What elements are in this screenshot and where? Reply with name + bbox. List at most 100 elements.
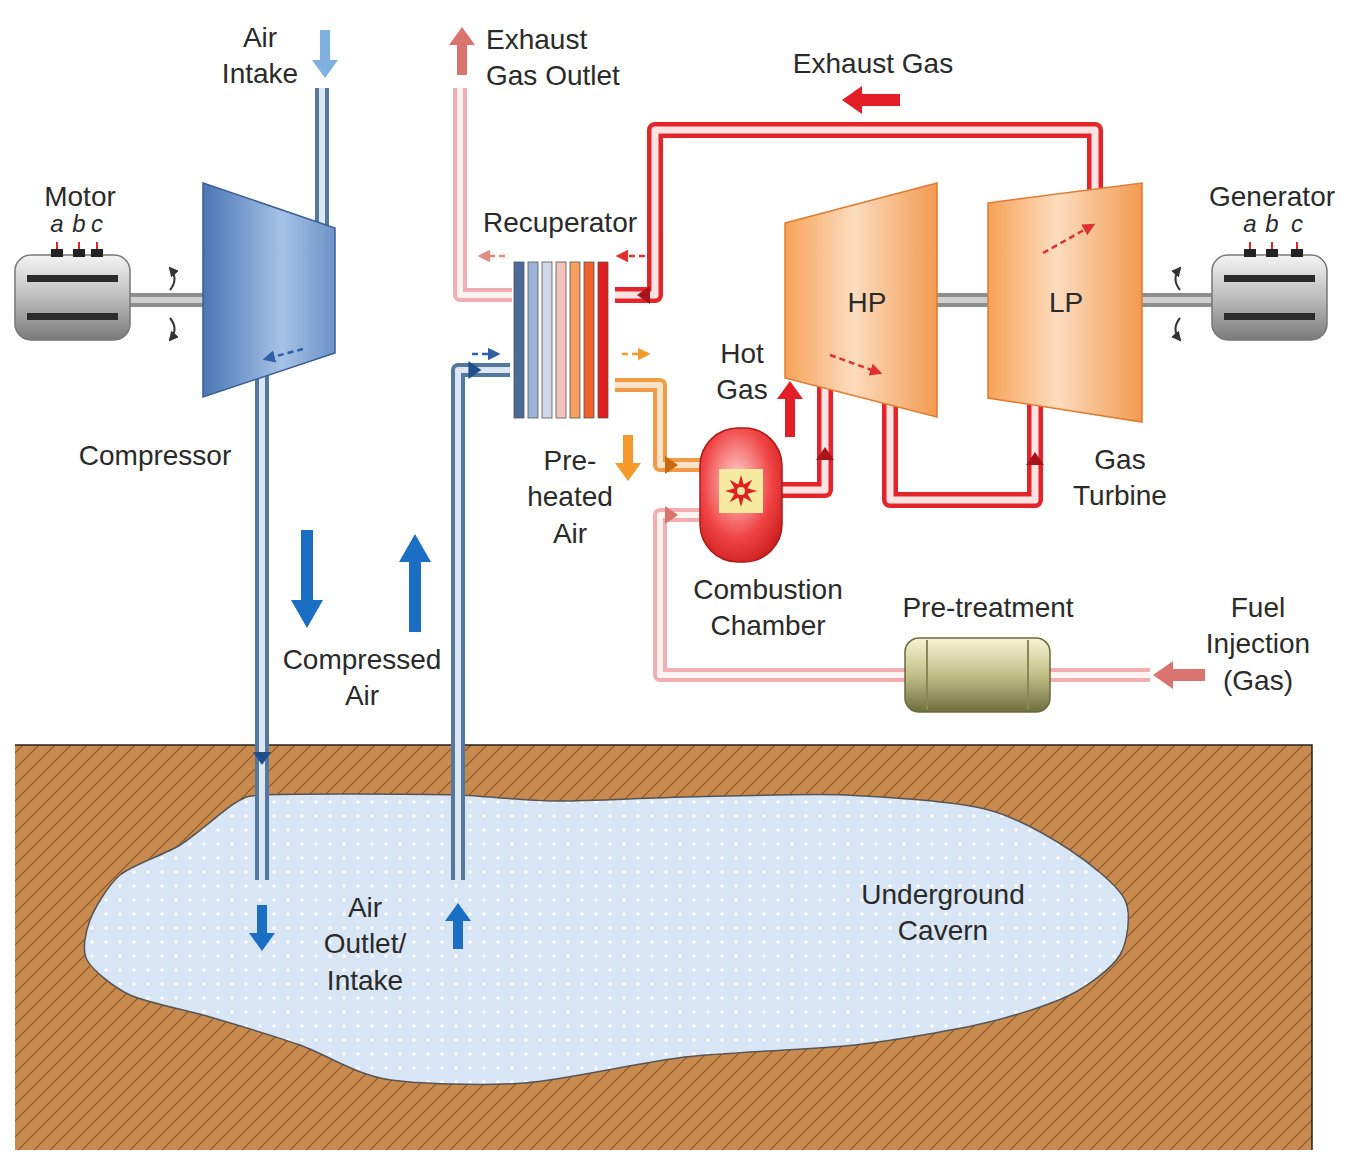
pipe-core [890,417,1035,500]
motor-symbol-part [27,275,118,282]
flow-label: Pre- heated Air [520,443,620,552]
flow-arrows-part [449,27,475,75]
open-pipes-part [460,88,512,295]
flow-pipe [615,385,700,474]
flow-arrows-part [399,534,431,632]
compressor-symbol-part [203,183,335,397]
arrow-head [1026,452,1044,465]
ground-part [15,745,1312,1150]
underground-cavern-symbol-part [455,793,461,880]
flow-arrows-part [777,381,803,437]
underground-cavern-symbol-part [451,793,465,880]
recuperator-symbol-part [542,262,552,418]
dashed-flow-arrows-part [472,353,498,356]
dashed-flow-arrows-part [622,353,648,356]
pipe-wall [615,385,700,465]
open-pipes-part [460,88,512,295]
flow-pipe [253,397,271,795]
flow-label: Exhaust Gas Outlet [486,22,638,95]
phase-letter: a [50,208,63,239]
combustion-chamber-symbol-part [725,475,757,507]
flow-label: Compressed Air [272,642,452,715]
pretreatment-unit-symbol [905,638,1050,712]
motor-symbol-part [73,249,85,257]
compressor: Compressor [203,183,335,397]
recuperator-symbol-part [528,262,538,418]
motor-symbol-part [91,249,103,257]
phase-letter: b [1265,208,1278,239]
drive-shaft [937,300,988,301]
lp-turbine-symbol-part [1043,225,1093,253]
pretreatment-unit: Pre-treatment [905,638,1050,712]
underground-cavern-symbol-part [259,793,265,880]
component-label: Generator [1209,179,1335,215]
motor-symbol [15,245,130,345]
flow-arrows-part [615,435,641,481]
combustion-chamber-symbol-part [737,487,745,495]
generator-symbol-part [1266,249,1278,257]
pipe-wall [130,293,203,307]
open-pipes-part [315,88,329,240]
underground-cavern-symbol-part [84,794,1128,1084]
arrow-head [665,456,678,474]
flow-arrows-part [291,530,323,628]
pretreatment-unit-symbol-part [926,640,928,710]
open-pipes [322,88,1150,675]
lp-turbine-symbol-part [988,183,1142,422]
stage-label: HP [848,285,887,321]
underground-cavern-symbol-part [445,903,471,949]
motor-symbol-part [15,255,130,340]
phase-letter: c [91,208,103,239]
port-label: Air Outlet/ Intake [310,890,420,999]
recuperator-symbol-part [556,262,566,418]
arrow-head [816,447,834,460]
hp-turbine-symbol-part [830,355,880,373]
open-pipes-part [319,88,325,240]
pipe-core [1142,297,1212,303]
recuperator-symbol-part [598,262,608,418]
generator-symbol-part [1212,255,1327,340]
pipe-core [458,370,510,795]
open-pipes-part [1050,668,1150,682]
drive-shaft [130,300,203,301]
flow-label: Air Intake [215,20,305,93]
flow-pipe [458,361,510,795]
component-label: Recuperator [483,205,637,241]
flow-arrows-part [312,30,338,78]
pipe-wall [1142,293,1212,307]
rotation-arrows-part [170,268,175,290]
hp-turbine: HP [785,183,937,417]
pipe-core [259,397,265,795]
flow-arrows [291,27,1205,689]
recuperator-symbol-part [584,262,594,418]
generator-symbol-part [1291,249,1303,257]
flow-pipe [890,417,1044,500]
flow-arrows-part [1153,661,1205,689]
motor: Motorabc [15,245,130,345]
recuperator-symbol-part [514,262,524,418]
pipe-core [615,385,700,465]
pretreatment-unit-symbol-part [905,638,1050,712]
pipe-wall [660,515,905,675]
flow-pipe [660,506,905,675]
recuperator-symbol [510,262,615,418]
component-label: Pre-treatment [902,590,1073,626]
pipe-wall [255,397,269,795]
flow-label: Hot Gas [707,336,777,409]
pretreatment-unit-symbol-part [1027,640,1029,710]
flow-label: Fuel Injection (Gas) [1193,590,1323,699]
arrow-head [637,286,650,304]
underground-cavern: Air Outlet/ IntakeUnderground Cavern [85,795,1130,1085]
phase-letter: a [1243,208,1256,239]
phase-letter: b [72,208,85,239]
component-label: Motor [44,179,116,215]
component-label: Combustion Chamber [678,572,858,645]
pipe-core [782,417,825,490]
component-label: Compressor [79,438,231,474]
hp-turbine-symbol-part [785,183,937,417]
pipe-wall [782,417,825,490]
arrow-head [253,752,271,765]
underground-cavern-symbol-part [249,905,275,951]
motor-symbol-part [27,313,118,320]
